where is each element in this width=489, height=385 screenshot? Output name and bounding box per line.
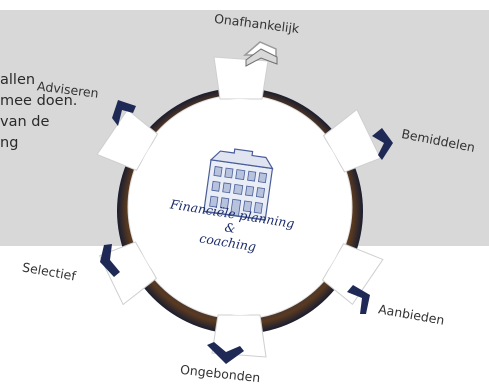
- spoke-cap-bottom-right: [347, 285, 370, 314]
- paragraph-line-4: ng: [0, 135, 19, 151]
- gear-body: [96, 56, 384, 358]
- paragraph-line-3: van de: [0, 114, 50, 130]
- spoke-cap-right: [372, 128, 393, 160]
- paragraph-line-2: mee doen.: [0, 93, 78, 109]
- intro-paragraph: allen mee doen. van de ng: [0, 70, 112, 154]
- paragraph-line-1: allen: [0, 72, 36, 88]
- spoke-cap-top-left: [112, 100, 136, 126]
- spoke-cap-left: [100, 244, 120, 277]
- spoke-cap-bottom: [207, 342, 244, 364]
- building-icon: [203, 148, 274, 221]
- spoke-cap-top: [242, 41, 278, 67]
